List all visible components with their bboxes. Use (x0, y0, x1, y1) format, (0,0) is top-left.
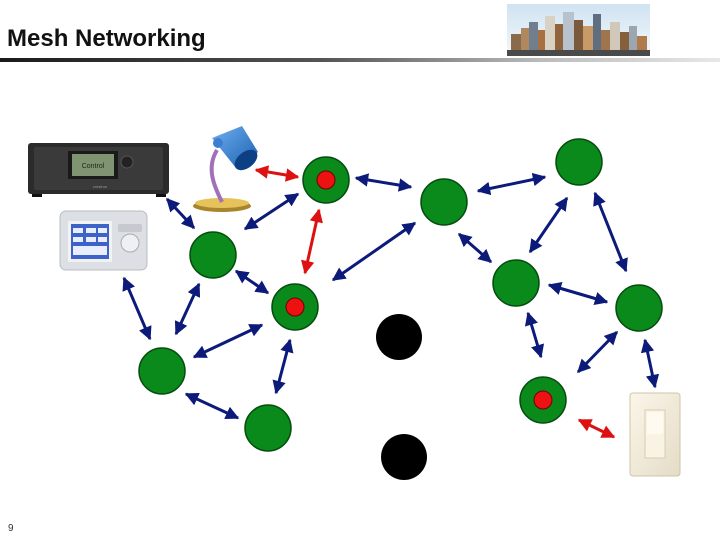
mesh-node (189, 231, 237, 279)
mesh-link-arrow (234, 269, 270, 295)
mesh-link-arrow (524, 311, 545, 359)
mesh-link-arrow (640, 338, 660, 389)
touch-panel-device (59, 210, 148, 271)
desk-lamp-device (193, 126, 258, 212)
mesh-node (138, 347, 186, 395)
active-route-arrow (577, 418, 616, 439)
mesh-node (615, 284, 663, 332)
city-skyline-logo (507, 4, 650, 56)
mesh-node (420, 178, 468, 226)
stereo-receiver-device: Control crestron (28, 143, 169, 197)
mesh-link-arrow (192, 323, 264, 359)
offline-node (376, 314, 422, 360)
mesh-link-arrow (174, 282, 201, 336)
mesh-node (555, 138, 603, 186)
slide-title: Mesh Networking (7, 25, 206, 52)
mesh-link-arrow (457, 232, 493, 264)
mesh-link-arrow (272, 338, 294, 395)
slide-number: 9 (8, 523, 14, 534)
offline-node (381, 434, 427, 480)
mesh-node (302, 156, 350, 204)
mesh-link-arrow (576, 330, 619, 374)
header-divider (0, 58, 720, 62)
stereo-brand-text: crestron (93, 184, 107, 189)
mesh-link-arrow (593, 191, 628, 273)
mesh-node (244, 404, 292, 452)
mesh-node (519, 376, 567, 424)
mesh-link-arrow (243, 192, 300, 231)
mesh-link-arrow (354, 173, 413, 192)
mesh-link-arrow (331, 221, 417, 282)
mesh-link-arrow (165, 197, 196, 230)
mesh-node (492, 259, 540, 307)
mesh-link-arrow (547, 281, 609, 306)
light-switch-device (629, 392, 681, 477)
mesh-link-arrow (528, 196, 569, 254)
mesh-node (271, 283, 319, 331)
stereo-display-text: Control (82, 163, 105, 170)
active-route-arrow (254, 165, 300, 182)
mesh-link-arrow (122, 276, 152, 341)
active-route-arrow (301, 208, 323, 275)
slide-header: Mesh Networking (0, 0, 720, 62)
mesh-link-arrow (184, 392, 240, 420)
mesh-link-arrow (476, 172, 547, 196)
